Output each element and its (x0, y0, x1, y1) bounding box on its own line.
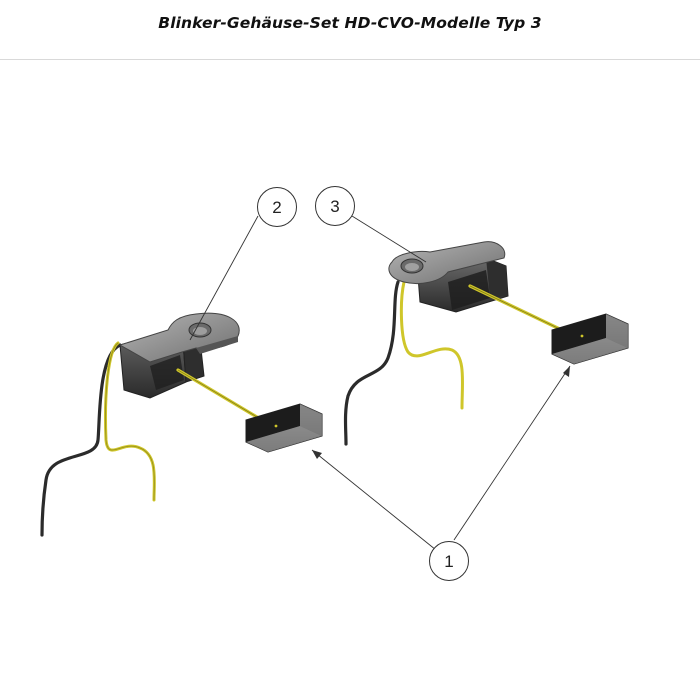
leader-lines (189, 215, 571, 551)
arrowhead-1-left (312, 450, 322, 459)
left-indicator-assembly (40, 312, 323, 537)
callout-1: 1 (429, 541, 469, 581)
leader-3 (351, 215, 427, 263)
callout-3: 3 (315, 186, 355, 226)
right-indicator-assembly (343, 241, 629, 446)
right-housing-top-plate (388, 241, 506, 285)
callout-2-label: 2 (272, 198, 281, 217)
leader-1-left (311, 449, 437, 551)
left-cable-dark (40, 343, 122, 537)
callout-3-label: 3 (330, 197, 339, 216)
right-cable-dark (343, 280, 400, 446)
leader-1-right (453, 365, 571, 541)
page-title: Blinker-Gehäuse-Set HD-CVO-Modelle Typ 3 (158, 14, 542, 32)
right-wire-yellow-loop (399, 280, 465, 410)
leader-2 (189, 215, 259, 341)
arrowhead-1-right (563, 366, 570, 377)
header-bar: Blinker-Gehäuse-Set HD-CVO-Modelle Typ 3 (0, 0, 700, 60)
callout-1-label: 1 (444, 552, 453, 571)
callout-2: 2 (257, 187, 297, 227)
